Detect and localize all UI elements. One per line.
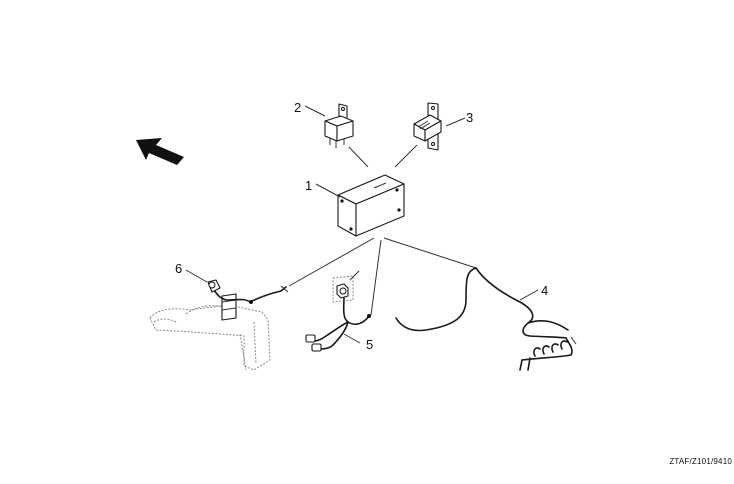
- relay: [324, 103, 354, 148]
- callout-2: 2: [294, 100, 301, 115]
- wiring-harness: [395, 267, 577, 371]
- reference-code: ZTAF/Z101/9410: [669, 457, 732, 466]
- arrow-up-left-icon: [136, 138, 184, 165]
- callout-6: 6: [175, 261, 182, 276]
- flasher-unit: [413, 102, 442, 151]
- callout-4: 4: [541, 283, 548, 298]
- callout-3: 3: [466, 110, 473, 125]
- sensor-assembly: [305, 270, 371, 352]
- callout-5: 5: [366, 337, 373, 352]
- callout-1: 1: [305, 178, 312, 193]
- control-module: [337, 174, 405, 237]
- bracket-assembly: [149, 279, 289, 371]
